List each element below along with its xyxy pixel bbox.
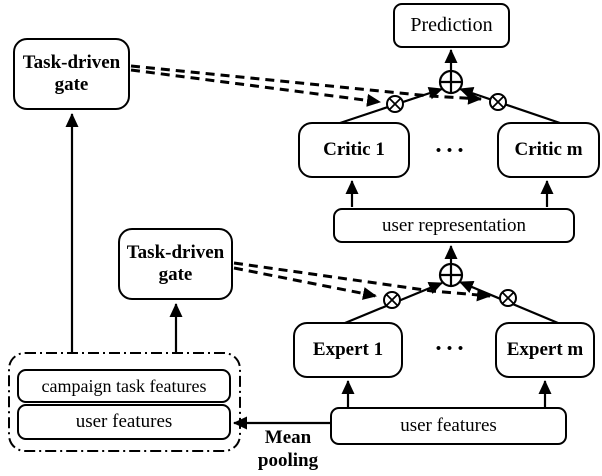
ellipsis-experts: • • •	[435, 341, 465, 357]
mean-pooling-label: Mean pooling	[257, 427, 319, 471]
multiply-operator-icon-expert-left	[383, 291, 401, 309]
sum-operator-icon-expert	[438, 262, 464, 288]
dashed-arrow-gate2-to-multiply-expert-right	[233, 261, 491, 302]
campaign-task-features-node: campaign task features	[17, 369, 231, 403]
critic-m-node: Critic m	[497, 122, 600, 178]
user-representation-node: user representation	[333, 208, 575, 243]
user-features-main-node: user features	[330, 407, 567, 445]
user-features-pooled-node: user features	[17, 404, 231, 440]
expert-m-node: Expert m	[495, 322, 595, 378]
task-driven-gate-mid-node: Task-driven gate	[118, 228, 233, 300]
expert-1-node: Expert 1	[293, 322, 403, 378]
pooled-features-group-border	[8, 352, 241, 452]
multiply-operator-icon-expert-right	[499, 289, 517, 307]
sum-operator-icon-critic	[438, 69, 464, 95]
dashed-arrow-gate2-to-multiply-expert-left	[233, 266, 377, 300]
prediction-node: Prediction	[393, 3, 510, 48]
ellipsis-critics: • • •	[435, 143, 465, 159]
critic-1-node: Critic 1	[298, 122, 410, 178]
multiply-operator-icon-critic-right	[489, 93, 507, 111]
arrow-criticm-to-sum1	[459, 87, 561, 125]
dashed-arrow-gate1-to-multiply-critic-left	[130, 68, 381, 107]
task-driven-gate-top-node: Task-driven gate	[13, 38, 130, 110]
multiply-operator-icon-critic-left	[386, 95, 404, 113]
dashed-arrow-gate1-to-multiply-critic-right	[130, 64, 482, 105]
